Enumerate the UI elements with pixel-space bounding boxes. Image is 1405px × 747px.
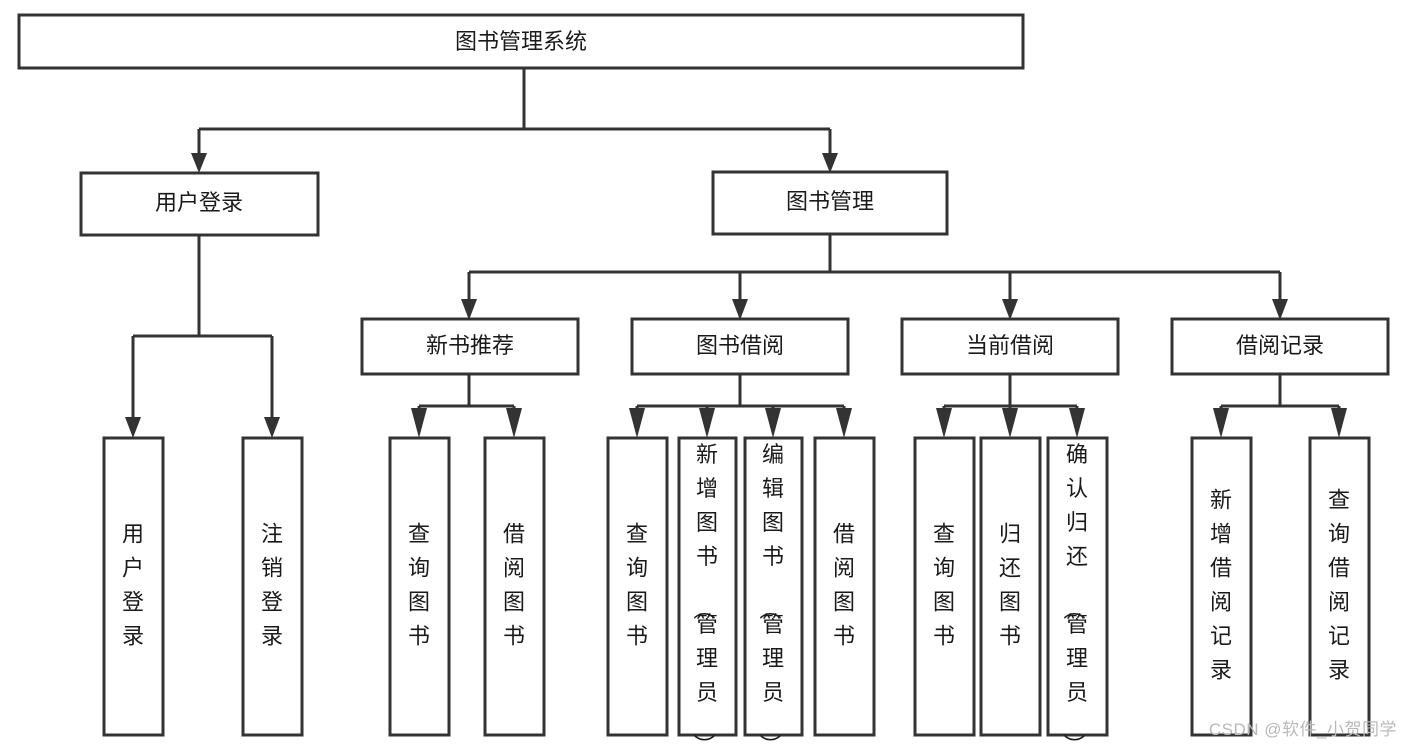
leaf-node[interactable] (813, 436, 876, 737)
node-new-book-recommend-label: 新书推荐 (426, 333, 514, 358)
arrow-book-mgmt-to-new-book (461, 299, 477, 320)
arrow-borrow-record-leaf-1 (1331, 408, 1347, 438)
arrow-root-to-book-mgmt (822, 153, 838, 173)
leaf-confirm-return-label: 确认归还（管理员） (1061, 442, 1088, 747)
leaf-node[interactable] (913, 436, 976, 737)
leaf-query-book-current-box[interactable] (913, 436, 976, 737)
arrow-current-borrow-leaf-2 (1069, 408, 1085, 438)
node-root-label: 图书管理系统 (455, 29, 587, 54)
leaf-query-book-newbook-box[interactable] (388, 436, 451, 737)
node-new-book-recommend-box[interactable] (360, 317, 580, 376)
leaf-user-login-label: 用户登录 (122, 521, 144, 648)
leaf-node[interactable] (677, 436, 738, 737)
leaf-edit-book-box[interactable] (743, 436, 804, 737)
leaf-query-book-borrow-label: 查询图书 (626, 521, 648, 648)
leaf-node[interactable] (1308, 436, 1371, 737)
arrow-user-login-leaf-1 (264, 417, 280, 438)
leaf-query-book-borrow-box[interactable] (606, 436, 669, 737)
leaf-query-book-current-label: 查询图书 (933, 521, 955, 648)
leaf-edit-book-label: 编辑图书（管理员） (757, 442, 784, 747)
node-root-box[interactable] (17, 13, 1025, 70)
node-current-borrow-label: 当前借阅 (966, 333, 1054, 358)
arrow-book-mgmt-to-borrow (732, 299, 748, 320)
connector-layer (125, 69, 1347, 438)
leaf-add-borrow-record-box[interactable] (1190, 436, 1253, 737)
leaf-query-borrow-record-label: 查询借阅记录 (1328, 487, 1350, 682)
leaf-node[interactable] (743, 436, 804, 737)
node-book-borrow-box[interactable] (630, 317, 850, 376)
arrow-new-book-leaf-0 (411, 408, 427, 438)
leaf-confirm-return-box[interactable] (1046, 436, 1109, 737)
arrow-current-borrow-leaf-1 (1002, 408, 1018, 438)
arrow-book-borrow-leaf-2 (765, 408, 781, 438)
node-book-management-label: 图书管理 (786, 189, 874, 214)
arrow-book-borrow-leaf-1 (699, 408, 715, 438)
leaf-logout-box[interactable] (241, 436, 304, 737)
arrow-new-book-leaf-1 (506, 408, 522, 438)
leaf-borrow-book-newbook-box[interactable] (483, 436, 546, 737)
leaf-node[interactable] (979, 436, 1042, 737)
node-borrow-record-label: 借阅记录 (1236, 333, 1324, 358)
node-book-borrow[interactable]: 图书借阅 (630, 317, 850, 376)
leaf-node[interactable] (241, 436, 304, 737)
node-borrow-record[interactable]: 借阅记录 (1170, 317, 1390, 376)
leaf-node[interactable] (1190, 436, 1253, 737)
leaf-node[interactable] (1046, 436, 1109, 737)
leaf-query-book-newbook-label: 查询图书 (408, 521, 430, 648)
leaf-add-book-box[interactable] (677, 436, 738, 737)
node-current-borrow-box[interactable] (900, 317, 1120, 376)
leaf-label-layer: 用户登录 注销登录 查询图书 借阅图书 查询图书 新增图书（管理员） 编辑图书（… (122, 442, 1350, 747)
leaf-logout-label: 注销登录 (261, 521, 283, 648)
node-book-borrow-label: 图书借阅 (696, 333, 784, 358)
leaf-user-login-box[interactable] (102, 436, 165, 737)
node-book-management-box[interactable] (711, 170, 949, 236)
node-current-borrow[interactable]: 当前借阅 (900, 317, 1120, 376)
leaf-query-borrow-record-box[interactable] (1308, 436, 1371, 737)
arrow-book-borrow-leaf-0 (629, 408, 645, 438)
node-book-management[interactable]: 图书管理 (711, 170, 949, 236)
leaf-node[interactable] (388, 436, 451, 737)
leaf-return-book-label: 归还图书 (999, 521, 1021, 648)
leaf-add-borrow-record-label: 新增借阅记录 (1210, 487, 1232, 682)
arrow-borrow-record-leaf-0 (1213, 408, 1229, 438)
node-user-login[interactable]: 用户登录 (79, 171, 320, 237)
leaf-node[interactable] (102, 436, 165, 737)
node-root[interactable]: 图书管理系统 (17, 13, 1025, 70)
leaf-add-book-label: 新增图书（管理员） (691, 442, 718, 747)
leaf-borrow-book-label: 借阅图书 (833, 521, 855, 648)
leaf-node[interactable] (483, 436, 546, 737)
node-user-login-box[interactable] (79, 171, 320, 237)
arrow-book-borrow-leaf-3 (836, 408, 852, 438)
arrow-current-borrow-leaf-0 (936, 408, 952, 438)
leaf-borrow-book-newbook-label: 借阅图书 (503, 521, 525, 648)
leaf-return-book-box[interactable] (979, 436, 1042, 737)
arrow-root-to-user-login (191, 153, 207, 173)
node-user-login-label: 用户登录 (155, 190, 243, 215)
arrow-book-mgmt-to-record (1272, 299, 1288, 320)
arrow-user-login-leaf-0 (125, 417, 141, 438)
leaf-borrow-book-box[interactable] (813, 436, 876, 737)
node-borrow-record-box[interactable] (1170, 317, 1390, 376)
node-new-book-recommend[interactable]: 新书推荐 (360, 317, 580, 376)
leaf-node[interactable] (606, 436, 669, 737)
arrow-book-mgmt-to-current (1002, 299, 1018, 320)
